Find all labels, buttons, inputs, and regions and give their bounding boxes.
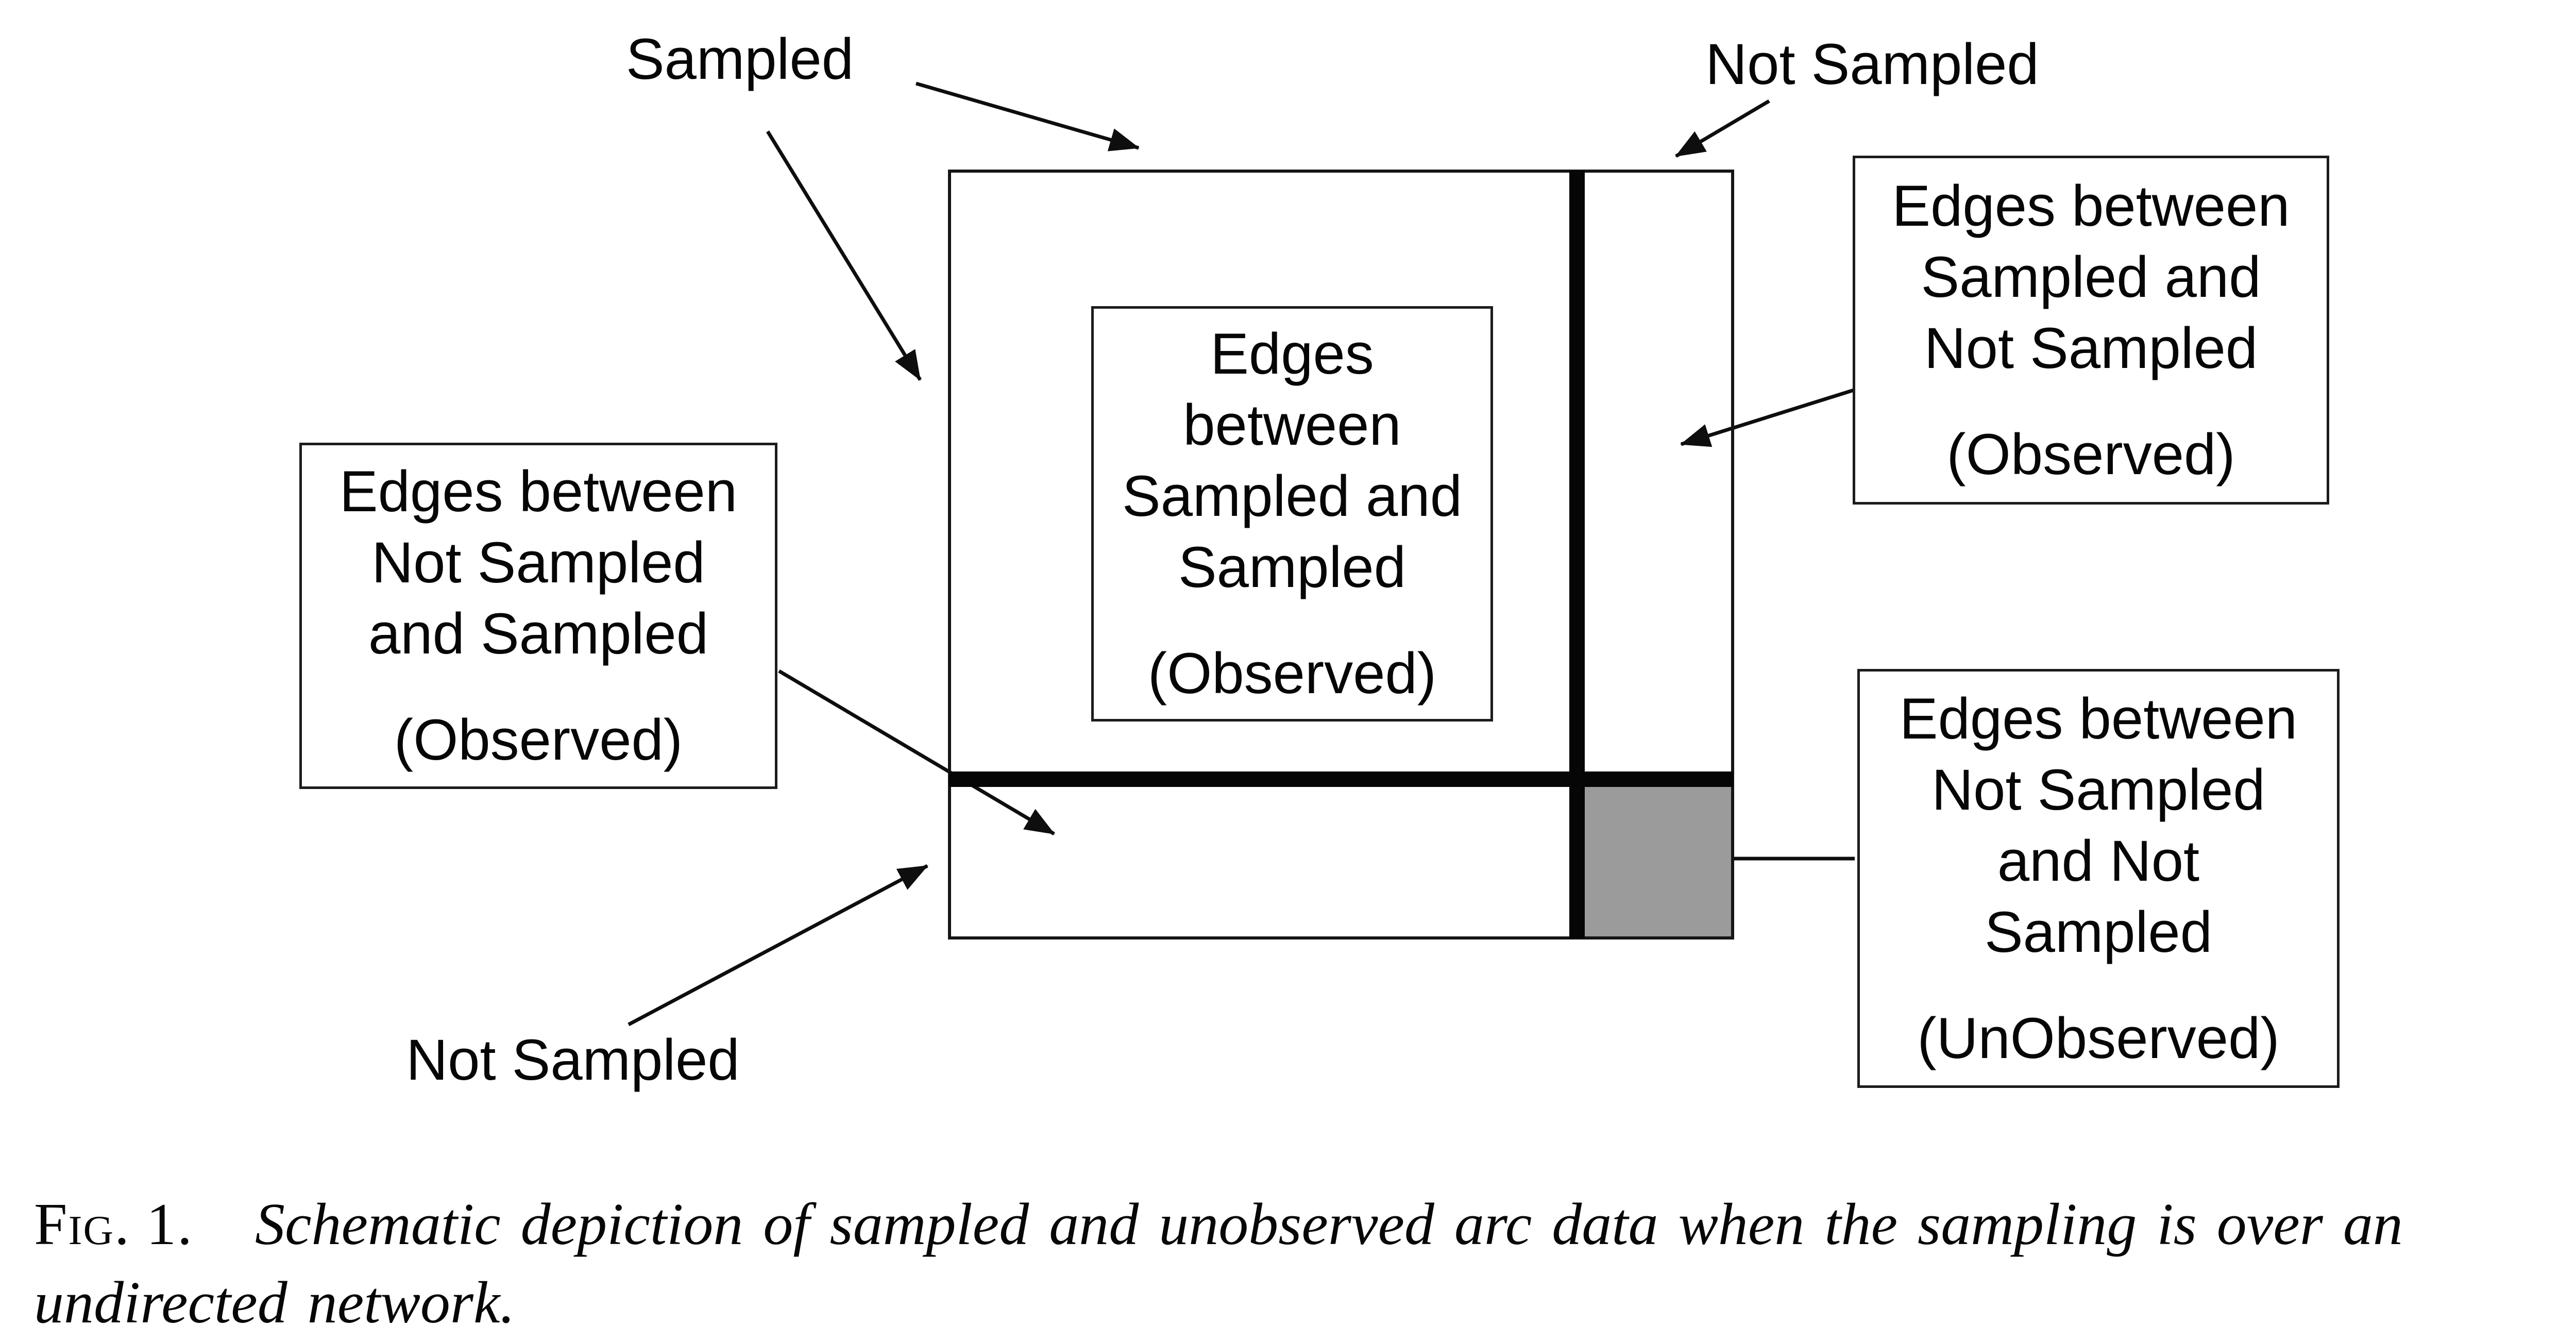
arrow-sampled-to-top-edge	[916, 81, 1140, 152]
box-line: Edges between	[1899, 686, 2298, 751]
box-line: and Not	[1997, 828, 2200, 893]
column-divider-bar	[1569, 171, 1585, 938]
arrow-righttop-box-to-strip	[1680, 388, 1855, 447]
box-line: Edges between	[1892, 173, 2290, 238]
status-unobserved: (UnObserved)	[1917, 1005, 2280, 1070]
box-line: Edges between	[339, 459, 738, 524]
status-observed: (Observed)	[394, 708, 683, 772]
box-line: Sampled	[1984, 899, 2213, 964]
box-line: Sampled and	[1921, 244, 2261, 309]
status-observed: (Observed)	[1147, 641, 1437, 706]
unobserved-cell	[1585, 787, 1733, 938]
arrow-notsampled-to-bottom-strip	[628, 864, 928, 1027]
label-not-sampled-bottom: Not Sampled	[406, 1028, 740, 1092]
box-line: Sampled and	[1122, 464, 1463, 528]
box-line: and Sampled	[368, 601, 709, 666]
box-line: Edges	[1210, 322, 1374, 386]
caption-line-2: undirected network.	[34, 1270, 515, 1336]
box-line: between	[1183, 393, 1401, 457]
status-observed: (Observed)	[1946, 422, 2235, 487]
observed-main-cell-box: Edges between Sampled and Sampled (Obser…	[1091, 306, 1493, 722]
arrow-sampled-to-left-edge	[766, 130, 922, 381]
arrow-left-box-to-bottom-strip	[778, 669, 1055, 836]
caption-figure-number: Fig. 1.	[34, 1192, 193, 1257]
label-sampled: Sampled	[625, 27, 854, 91]
right-top-callout-box: Edges between Sampled and Not Sampled (O…	[1853, 156, 2329, 505]
right-bottom-callout-box: Edges between Not Sampled and Not Sample…	[1857, 669, 2340, 1088]
label-not-sampled-top: Not Sampled	[1705, 32, 2039, 96]
figure-caption: Fig. 1. Schematic depiction of sampled an…	[34, 1185, 2576, 1342]
box-line: Not Sampled	[1931, 757, 2265, 822]
box-line: Not Sampled	[371, 530, 705, 595]
caption-line-1: Fig. 1. Schematic depiction of sampled an…	[34, 1185, 2576, 1264]
box-line: Sampled	[1178, 535, 1406, 599]
arrow-notsampled-to-top-strip	[1675, 99, 1770, 158]
caption-text: Schematic depiction of sampled and unobs…	[255, 1192, 2403, 1257]
box-line: Not Sampled	[1924, 315, 2258, 380]
row-divider-bar	[949, 771, 1733, 787]
adjacency-matrix-outline	[948, 170, 1734, 940]
left-callout-box: Edges between Not Sampled and Sampled (O…	[299, 443, 777, 789]
